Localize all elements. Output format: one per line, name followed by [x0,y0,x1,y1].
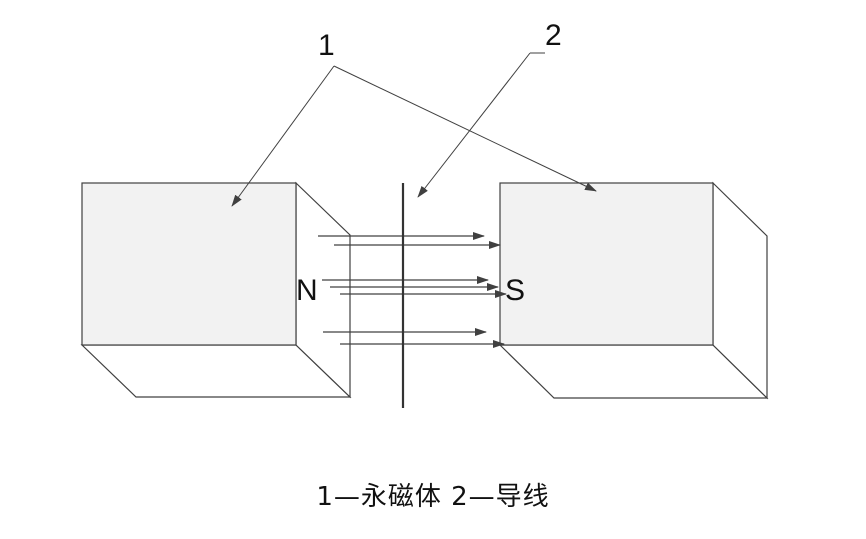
callout-label-wire: 2 [545,19,562,52]
callout-leader-right [333,65,597,192]
south-pole-label: S [505,274,525,307]
figure-caption: 1—永磁体 2—导线 [316,482,550,512]
right-magnet-front-face [499,182,714,346]
right-magnet [498,181,769,400]
callout-lines-wire [417,52,545,198]
callout-leader-left [231,65,335,207]
left-magnet-front-face [81,182,297,346]
field-lines [318,232,507,348]
callout-label-magnet: 1 [318,29,335,62]
callout-leader-wire [417,52,531,198]
callout-lines-magnet [231,65,597,207]
north-pole-label: N [296,274,318,307]
left-magnet [80,181,352,399]
